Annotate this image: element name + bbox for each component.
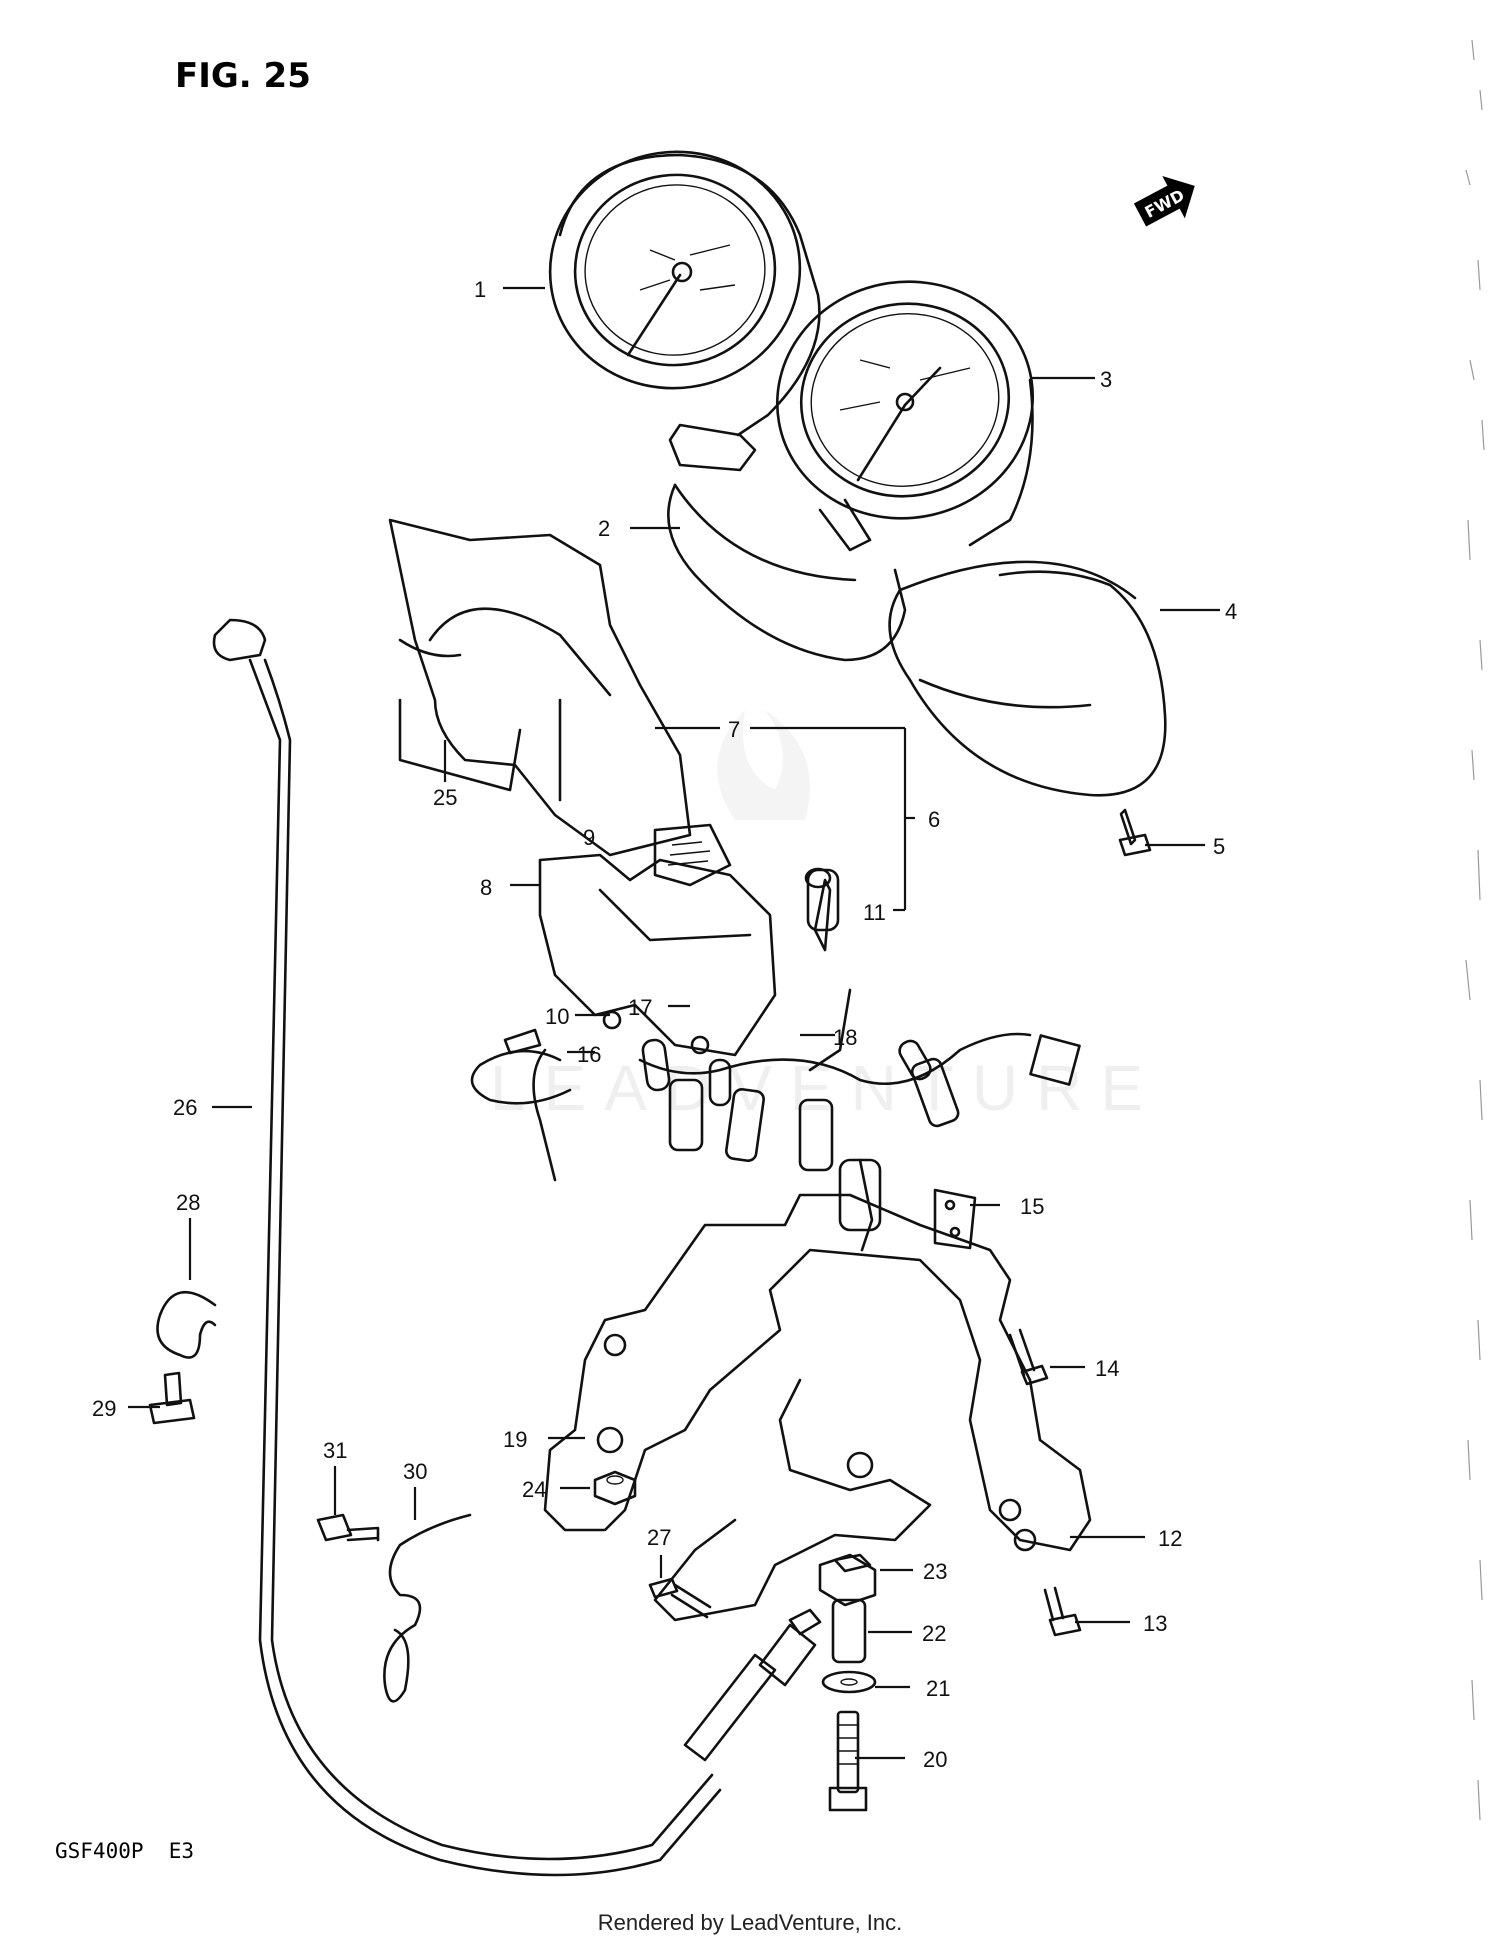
callout-4: 4 [1225, 599, 1237, 624]
model-code: GSF400P E3 [55, 1839, 194, 1863]
callout-21: 21 [926, 1676, 950, 1701]
meter-panel-cover [388, 518, 692, 857]
callout-29: 29 [92, 1396, 116, 1421]
fwd-arrow-icon: FWD [1133, 175, 1195, 227]
callout-2: 2 [598, 516, 610, 541]
nut-icon [593, 1470, 637, 1506]
speedometer-cable [212, 618, 822, 1877]
mounting-stack [818, 1553, 877, 1812]
callout-31: 31 [323, 1438, 347, 1463]
callout-22: 22 [922, 1621, 946, 1646]
leader-lines [128, 286, 1220, 1760]
wire-clip [383, 1513, 472, 1703]
callout-30: 30 [403, 1459, 427, 1484]
screw-icon [1043, 1586, 1082, 1637]
indicator-panel [538, 823, 777, 1057]
callout-23: 23 [923, 1559, 947, 1584]
bulb-socket [806, 868, 840, 932]
callout-5: 5 [1213, 834, 1225, 859]
callout-9: 9 [583, 825, 595, 850]
callout-7: 7 [728, 717, 740, 742]
bolt-icon [316, 1513, 380, 1542]
bolt-icon [648, 1577, 712, 1619]
bolt-icon [148, 1371, 196, 1425]
callout-24: 24 [522, 1477, 546, 1502]
callout-1: 1 [474, 277, 486, 302]
figure-title: FIG. 25 [175, 56, 311, 96]
bracket-plate [933, 1188, 977, 1250]
callout-3: 3 [1100, 367, 1112, 392]
callout-labels: 1 2 3 4 5 6 7 8 9 10 11 12 13 14 15 16 1… [92, 277, 1237, 1772]
scan-edge-noise [1465, 39, 1485, 1821]
callout-14: 14 [1095, 1356, 1119, 1381]
cable-clip [156, 1290, 217, 1359]
callout-27: 27 [647, 1525, 671, 1550]
speedometer-lower-case [888, 560, 1167, 797]
callout-26: 26 [173, 1095, 197, 1120]
callout-18: 18 [833, 1025, 857, 1050]
callout-8: 8 [480, 875, 492, 900]
tachometer [548, 150, 821, 472]
callout-19: 19 [503, 1427, 527, 1452]
tachometer-lower-case [667, 483, 907, 662]
callout-25: 25 [433, 785, 457, 810]
callout-10: 10 [545, 1004, 569, 1029]
wiring-harness [470, 867, 1081, 1252]
callout-6: 6 [928, 807, 940, 832]
callout-15: 15 [1020, 1194, 1044, 1219]
render-credit: Rendered by LeadVenture, Inc. [598, 1910, 903, 1935]
meter-bracket [543, 1193, 1092, 1622]
speedometer [775, 280, 1035, 552]
callout-11: 11 [863, 900, 886, 925]
screw-icon [1008, 1328, 1049, 1386]
screw-icon [1118, 808, 1152, 857]
callout-28: 28 [176, 1190, 200, 1215]
callout-12: 12 [1158, 1526, 1182, 1551]
callout-13: 13 [1143, 1611, 1167, 1636]
callout-17: 17 [628, 995, 652, 1020]
callout-16: 16 [577, 1042, 601, 1067]
callout-20: 20 [923, 1747, 947, 1772]
